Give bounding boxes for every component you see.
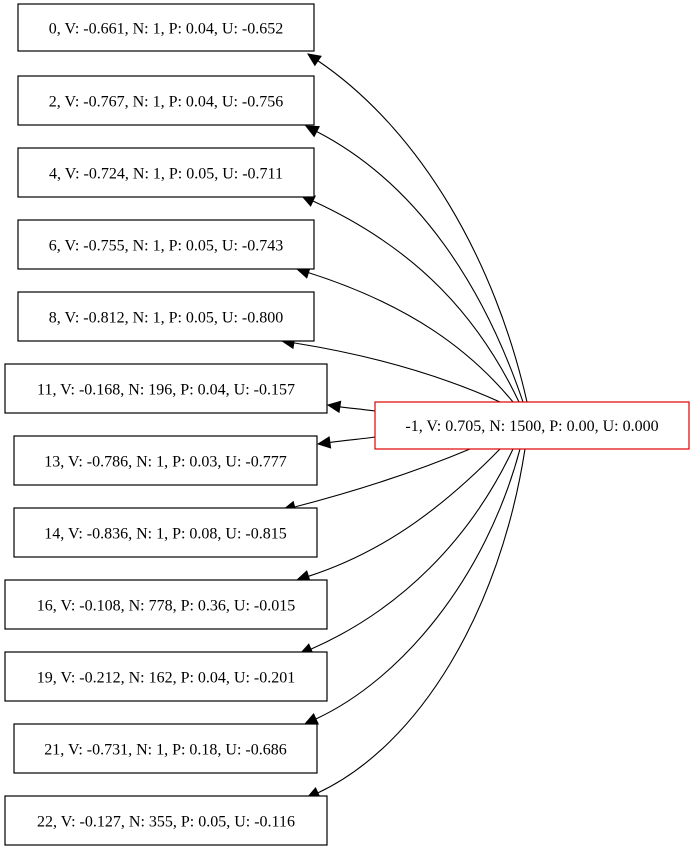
child-node: 13, V: -0.786, N: 1, P: 0.03, U: -0.777 — [13, 435, 318, 486]
edge — [305, 448, 526, 799]
child-node-label: 0, V: -0.661, N: 1, P: 0.04, U: -0.652 — [49, 21, 284, 38]
child-node-box — [4, 795, 328, 846]
child-node: 8, V: -0.812, N: 1, P: 0.05, U: -0.800 — [17, 291, 315, 342]
edge-line — [308, 272, 514, 403]
child-node-box — [13, 435, 318, 486]
child-node-label: 22, V: -0.127, N: 355, P: 0.05, U: -0.11… — [37, 814, 295, 831]
child-node-box — [17, 291, 315, 342]
child-node: 11, V: -0.168, N: 196, P: 0.04, U: -0.15… — [4, 363, 328, 414]
child-node: 14, V: -0.836, N: 1, P: 0.08, U: -0.815 — [13, 507, 318, 558]
edge — [295, 448, 501, 583]
arrowhead — [304, 125, 320, 138]
child-node-box — [17, 219, 315, 270]
edge-line — [317, 448, 526, 794]
child-node: 19, V: -0.212, N: 162, P: 0.04, U: -0.20… — [4, 651, 328, 702]
child-node: 21, V: -0.731, N: 1, P: 0.18, U: -0.686 — [13, 723, 318, 774]
edge-line — [316, 131, 524, 403]
edge-line — [329, 436, 376, 443]
node-layer: 0, V: -0.661, N: 1, P: 0.04, U: -0.652 2,… — [4, 3, 328, 846]
edge-line — [308, 448, 501, 577]
child-node: 2, V: -0.767, N: 1, P: 0.04, U: -0.756 — [17, 75, 315, 126]
child-node: 4, V: -0.724, N: 1, P: 0.05, U: -0.711 — [17, 147, 315, 198]
child-node-label: 16, V: -0.108, N: 778, P: 0.36, U: -0.01… — [37, 598, 296, 615]
edge — [300, 195, 520, 403]
edge — [307, 53, 528, 403]
root-node-label: -1, V: 0.705, N: 1500, P: 0.00, U: 0.000 — [405, 418, 658, 435]
edge — [326, 400, 376, 414]
child-node-box — [17, 147, 315, 198]
child-node-label: 2, V: -0.767, N: 1, P: 0.04, U: -0.756 — [49, 94, 284, 111]
child-node-box — [4, 363, 328, 414]
edge-line — [312, 200, 520, 403]
edge — [298, 448, 514, 655]
child-node-label: 8, V: -0.812, N: 1, P: 0.05, U: -0.800 — [49, 310, 284, 327]
child-node: 22, V: -0.127, N: 355, P: 0.05, U: -0.11… — [4, 795, 328, 846]
root-node-box — [374, 401, 690, 450]
child-node-box — [13, 507, 318, 558]
child-node: 6, V: -0.755, N: 1, P: 0.05, U: -0.743 — [17, 219, 315, 270]
edge — [295, 266, 514, 403]
child-node-label: 19, V: -0.212, N: 162, P: 0.04, U: -0.20… — [37, 670, 296, 687]
child-node-label: 21, V: -0.731, N: 1, P: 0.18, U: -0.686 — [44, 742, 287, 759]
child-node: 16, V: -0.108, N: 778, P: 0.36, U: -0.01… — [4, 579, 328, 630]
edge-line — [315, 448, 521, 720]
edge-line — [339, 406, 376, 412]
child-node-box — [4, 579, 328, 630]
edge — [316, 436, 376, 449]
child-node-box — [17, 3, 315, 52]
arrowhead — [303, 713, 319, 725]
arrowhead — [316, 436, 332, 449]
arrowhead — [307, 53, 322, 67]
edge-line — [317, 60, 528, 403]
child-node-label: 11, V: -0.168, N: 196, P: 0.04, U: -0.15… — [37, 382, 295, 399]
root-node: -1, V: 0.705, N: 1500, P: 0.00, U: 0.000 — [374, 401, 690, 450]
edge-line — [310, 448, 514, 650]
child-node-label: 6, V: -0.755, N: 1, P: 0.05, U: -0.743 — [49, 238, 284, 255]
child-node: 0, V: -0.661, N: 1, P: 0.04, U: -0.652 — [17, 3, 315, 52]
child-node-label: 14, V: -0.836, N: 1, P: 0.08, U: -0.815 — [44, 526, 287, 543]
child-node-label: 4, V: -0.724, N: 1, P: 0.05, U: -0.711 — [49, 166, 283, 183]
edge-line — [293, 342, 501, 403]
arrowhead — [326, 400, 342, 414]
child-node-box — [17, 75, 315, 126]
child-node-box — [4, 651, 328, 702]
child-node-box — [13, 723, 318, 774]
edge — [304, 125, 524, 403]
child-node-label: 13, V: -0.786, N: 1, P: 0.03, U: -0.777 — [44, 454, 287, 471]
edge-line — [294, 448, 471, 508]
